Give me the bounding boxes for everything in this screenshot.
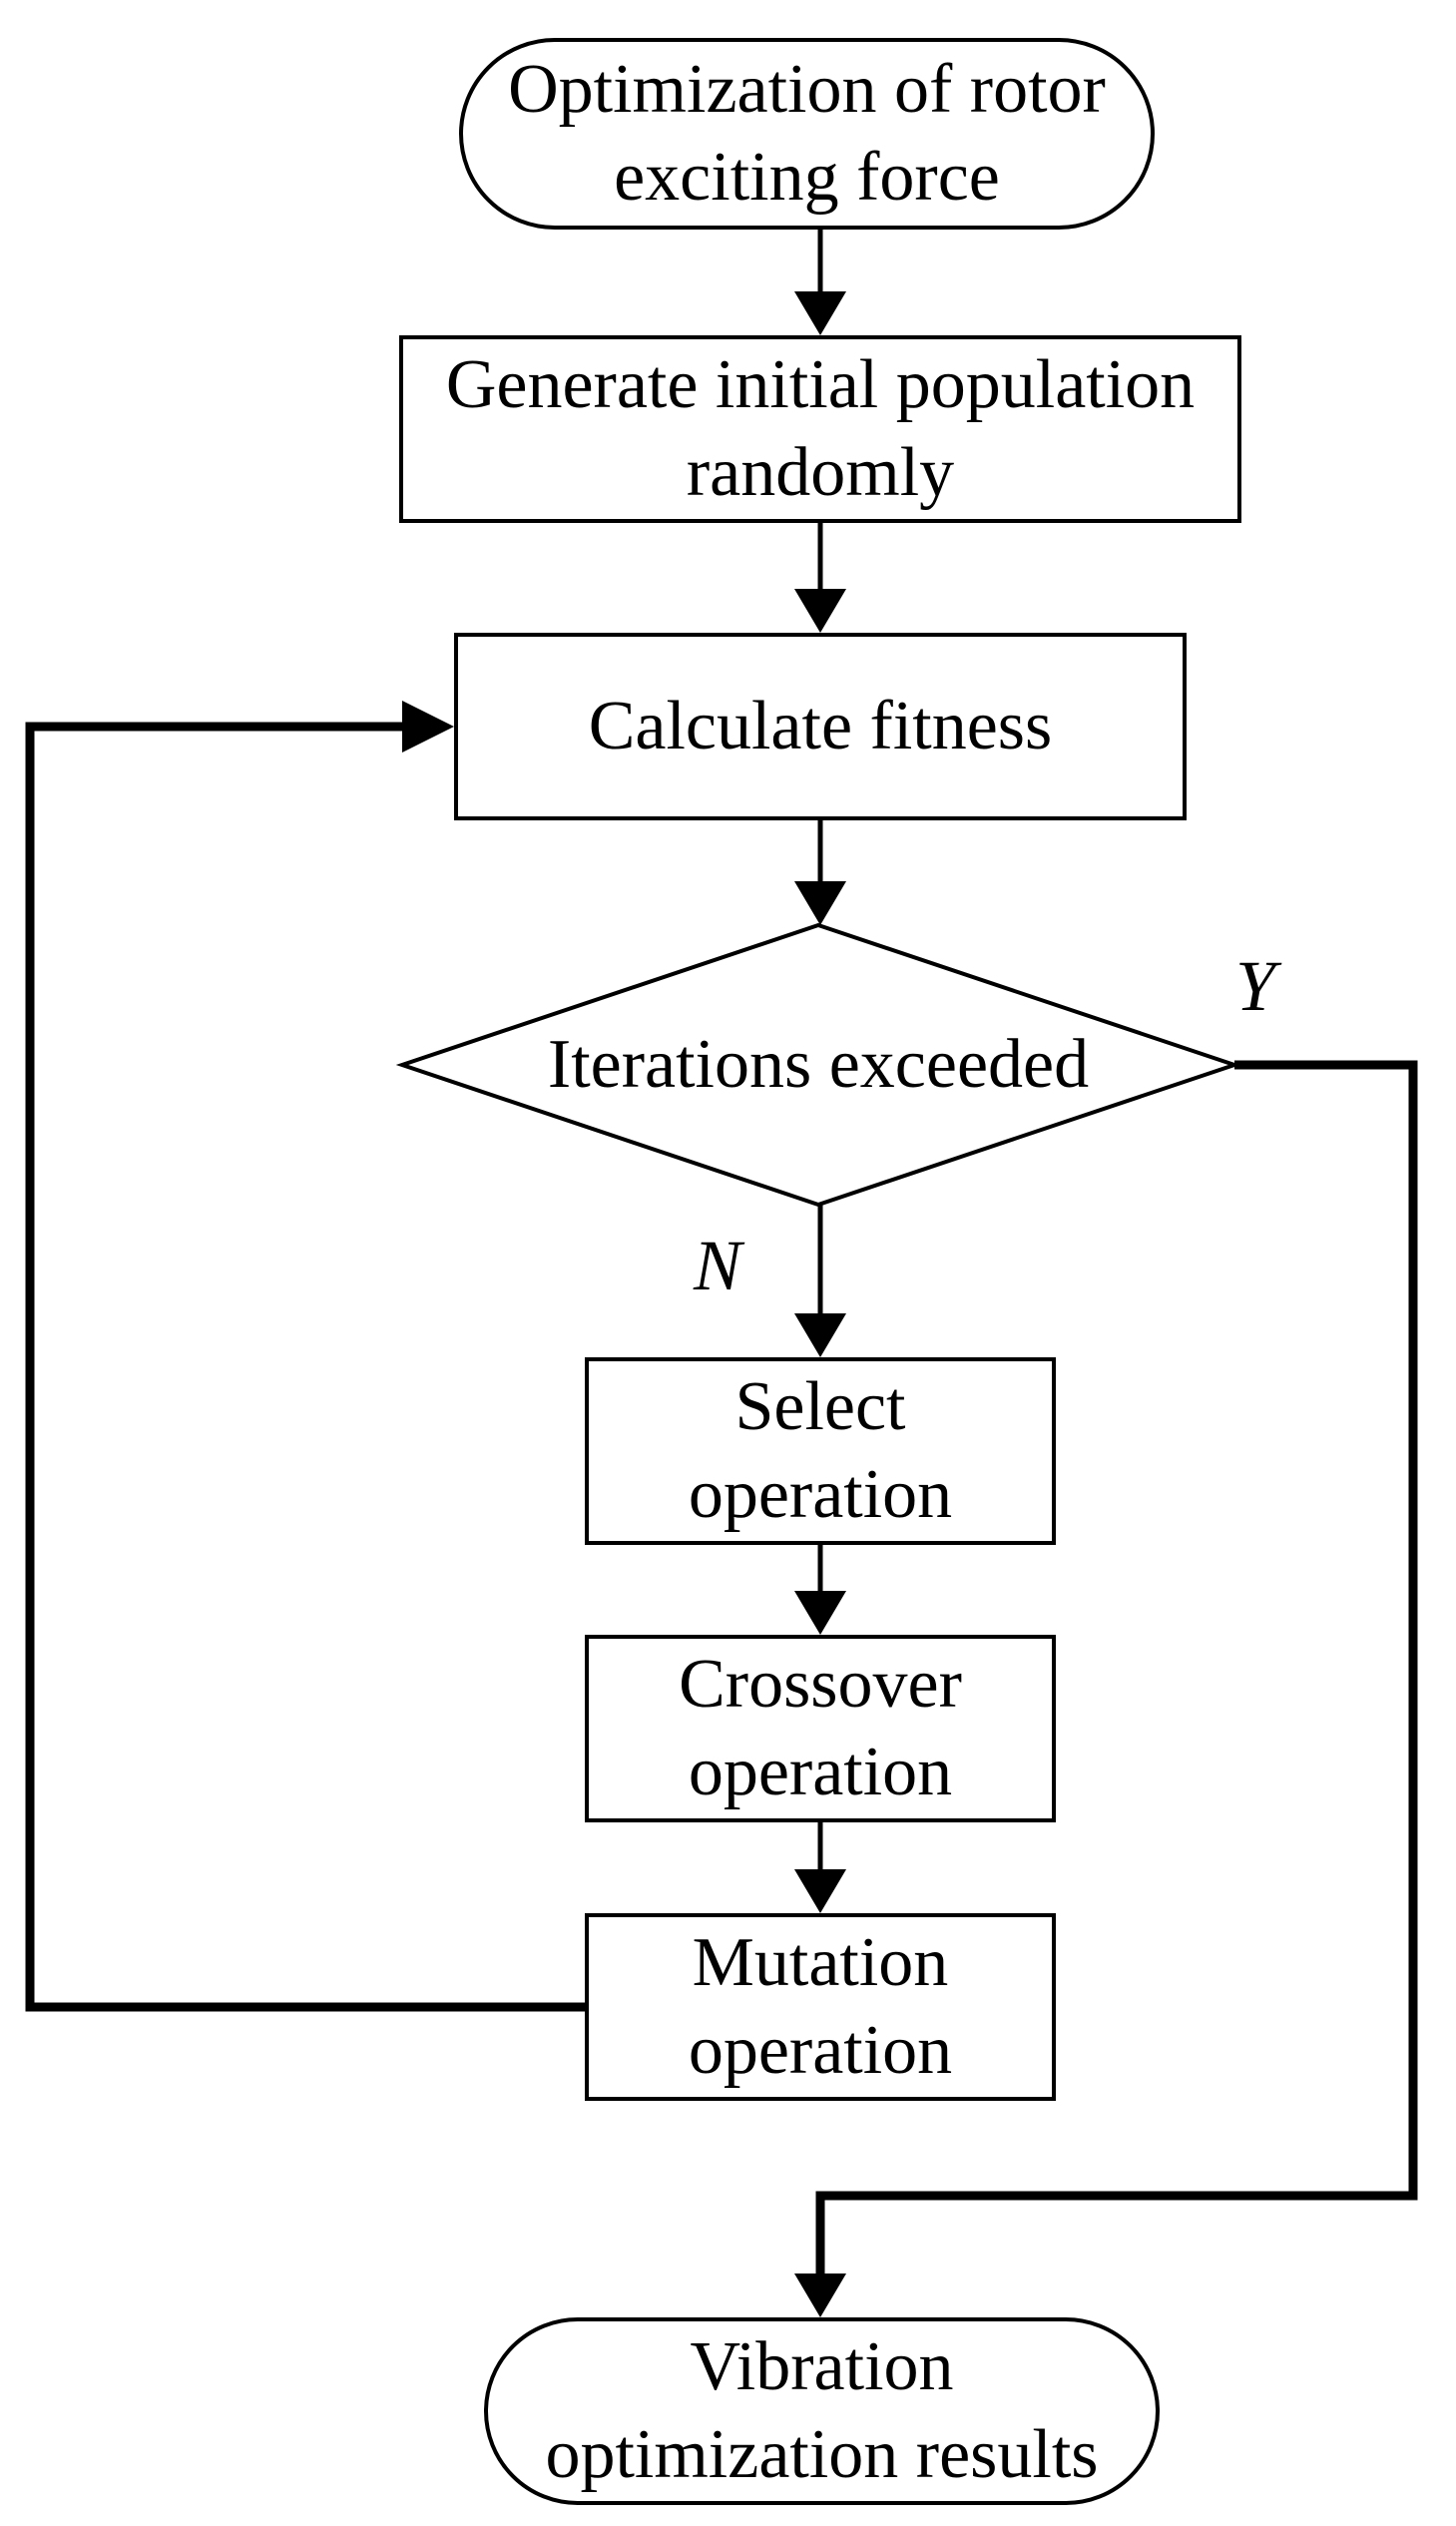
label-no-branch: N: [694, 1230, 741, 1301]
arrowhead-crossover-to-mutation: [794, 1869, 846, 1913]
end-terminal-label: Vibration optimization results: [545, 2327, 1099, 2493]
arrowhead-feedback-loop: [402, 701, 454, 753]
edge-yes-branch: [815, 1060, 1418, 2277]
edge-feedback-loop: [25, 722, 589, 2012]
arrowhead-select-to-crossover: [794, 1591, 846, 1635]
decision-iterations-exceeded-label: Iterations exceeded: [547, 1025, 1090, 1103]
end-terminal: Vibration optimization results: [484, 2317, 1160, 2505]
process-select-operation-label: Select operation: [688, 1367, 953, 1533]
arrowhead-start-to-generate: [794, 291, 846, 335]
process-select-operation: Select operation: [585, 1357, 1056, 1545]
process-calculate-fitness: Calculate fitness: [454, 633, 1187, 820]
start-terminal-label: Optimization of rotor exciting force: [508, 50, 1106, 216]
label-yes-branch: Y: [1235, 950, 1275, 1022]
process-generate-population-label: Generate initial population randomly: [445, 345, 1196, 511]
label-no-branch-text: N: [694, 1226, 742, 1305]
process-mutation-operation-label: Mutation operation: [688, 1923, 953, 2089]
process-calculate-fitness-label: Calculate fitness: [588, 687, 1053, 764]
process-crossover-operation-label: Crossover operation: [679, 1645, 962, 1810]
arrowhead-generate-to-calculate: [794, 589, 846, 633]
decision-iterations-exceeded: Iterations exceeded: [402, 925, 1234, 1205]
arrowhead-yes-branch: [794, 2273, 846, 2317]
arrowhead-calculate-to-decision: [794, 881, 846, 925]
arrowhead-no-branch: [794, 1313, 846, 1357]
start-terminal: Optimization of rotor exciting force: [459, 38, 1155, 230]
process-crossover-operation: Crossover operation: [585, 1635, 1056, 1822]
process-generate-population: Generate initial population randomly: [399, 335, 1241, 523]
label-yes-branch-text: Y: [1235, 946, 1276, 1026]
process-mutation-operation: Mutation operation: [585, 1913, 1056, 2101]
